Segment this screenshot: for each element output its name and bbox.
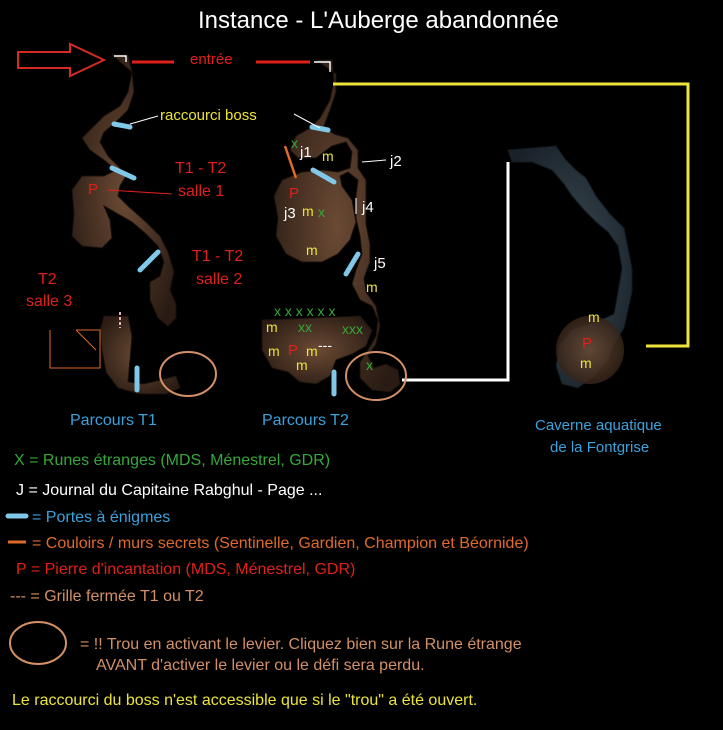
label-salle1-b: salle 1: [178, 183, 225, 200]
entrance-post-t1: [114, 55, 127, 62]
marker-m-t2-7: m: [306, 343, 318, 359]
marker-m-t2-4: m: [366, 279, 378, 295]
legend-portes: = Portes à énigmes: [32, 509, 171, 526]
pointer-raccourci-t1: [129, 115, 159, 125]
door-t2-salle1: [310, 167, 337, 185]
puzzle-doors: [109, 121, 361, 397]
door-t1-salle2: [137, 249, 161, 273]
pointer-salle1: [107, 189, 173, 195]
marker-x-t2-hole: x: [366, 357, 373, 373]
door-t2-salle2: [343, 251, 361, 277]
marker-j5: j5: [374, 255, 386, 272]
label-caverne-a: Caverne aquatique: [535, 417, 662, 434]
label-raccourci-boss: raccourci boss: [160, 107, 257, 124]
hole-t2: [345, 351, 407, 401]
door-t1-raccourci: [111, 121, 133, 130]
marker-m-t2-3: m: [306, 242, 318, 258]
label-parcours-t2: Parcours T2: [262, 412, 349, 429]
marker-x-row3: xxx: [342, 321, 363, 337]
marker-p-t2: P: [289, 185, 300, 202]
legend-journal: J = Journal du Capitaine Rabghul - Page …: [16, 482, 323, 499]
entrance-arrow: [17, 42, 107, 78]
caverne-aquatique-cave: [507, 145, 633, 389]
marker-p-cave: P: [582, 335, 593, 352]
marker-j1: j1: [300, 144, 312, 161]
pointer-raccourci-t2: [293, 113, 321, 129]
label-salle1-a: T1 - T2: [175, 160, 227, 177]
marker-x-row2: xx: [298, 319, 312, 335]
entrance-post-t2: [314, 61, 331, 72]
pointer-j2: [361, 159, 387, 163]
label-salle2-b: salle 2: [196, 271, 243, 288]
legend-trou-2: AVANT d'activer le levier ou le défi ser…: [96, 657, 425, 674]
marker-m-t2-5: m: [266, 319, 278, 335]
legend-hole-swatch: [9, 621, 67, 665]
label-parcours-t1: Parcours T1: [70, 412, 157, 429]
marker-m-t2-2: m: [302, 203, 314, 219]
marker-j4: j4: [362, 199, 374, 216]
legend-couloirs: = Couloirs / murs secrets (Sentinelle, G…: [32, 535, 529, 552]
marker-grille-t2: ---: [318, 337, 332, 353]
legend-trou-1: = !! Trou en activant le levier. Cliquez…: [80, 636, 522, 653]
marker-x-t2-top: x: [291, 135, 298, 151]
label-salle3-b: salle 3: [26, 293, 73, 310]
marker-p-t1: P: [88, 181, 99, 198]
marker-m-t2-6: m: [268, 343, 280, 359]
boss-shortcut-line: [333, 82, 690, 348]
door-t2-raccourci: [309, 124, 331, 133]
label-salle2-a: T1 - T2: [192, 248, 244, 265]
hole-t1: [159, 351, 217, 397]
marker-x-t2-mid: x: [318, 204, 325, 220]
legend-grille: --- = Grille fermée T1 ou T2: [10, 588, 204, 605]
label-salle3-a: T2: [38, 271, 57, 288]
parcours-t1-cave: [71, 54, 181, 395]
page-title: Instance - L'Auberge abandonnée: [198, 7, 559, 34]
marker-j2: j2: [390, 153, 402, 170]
marker-x-row1: x x x x x x: [274, 303, 336, 319]
marker-p-t2-bottom: P: [288, 342, 299, 359]
marker-m-cave-2: m: [580, 355, 592, 371]
legend-note: Le raccourci du boss n'est accessible qu…: [12, 692, 478, 709]
marker-m-t2-8: m: [296, 357, 308, 373]
parcours-t2-cave: [261, 59, 401, 393]
hole-connection-line: [402, 162, 510, 382]
legend-pierre: P = Pierre d'incantation (MDS, Ménestrel…: [16, 561, 356, 578]
marker-j3: j3: [284, 205, 296, 222]
salle-3-box: [49, 329, 101, 369]
marker-m-t2-1: m: [322, 148, 334, 164]
label-entree: entrée: [190, 51, 233, 68]
label-caverne-b: de la Fontgrise: [550, 439, 650, 456]
door-t1-salle1: [109, 165, 137, 181]
secret-corridor-t2: [283, 145, 298, 179]
legend-runes: X = Runes étranges (MDS, Ménestrel, GDR): [14, 452, 331, 469]
marker-m-cave-1: m: [588, 309, 600, 325]
